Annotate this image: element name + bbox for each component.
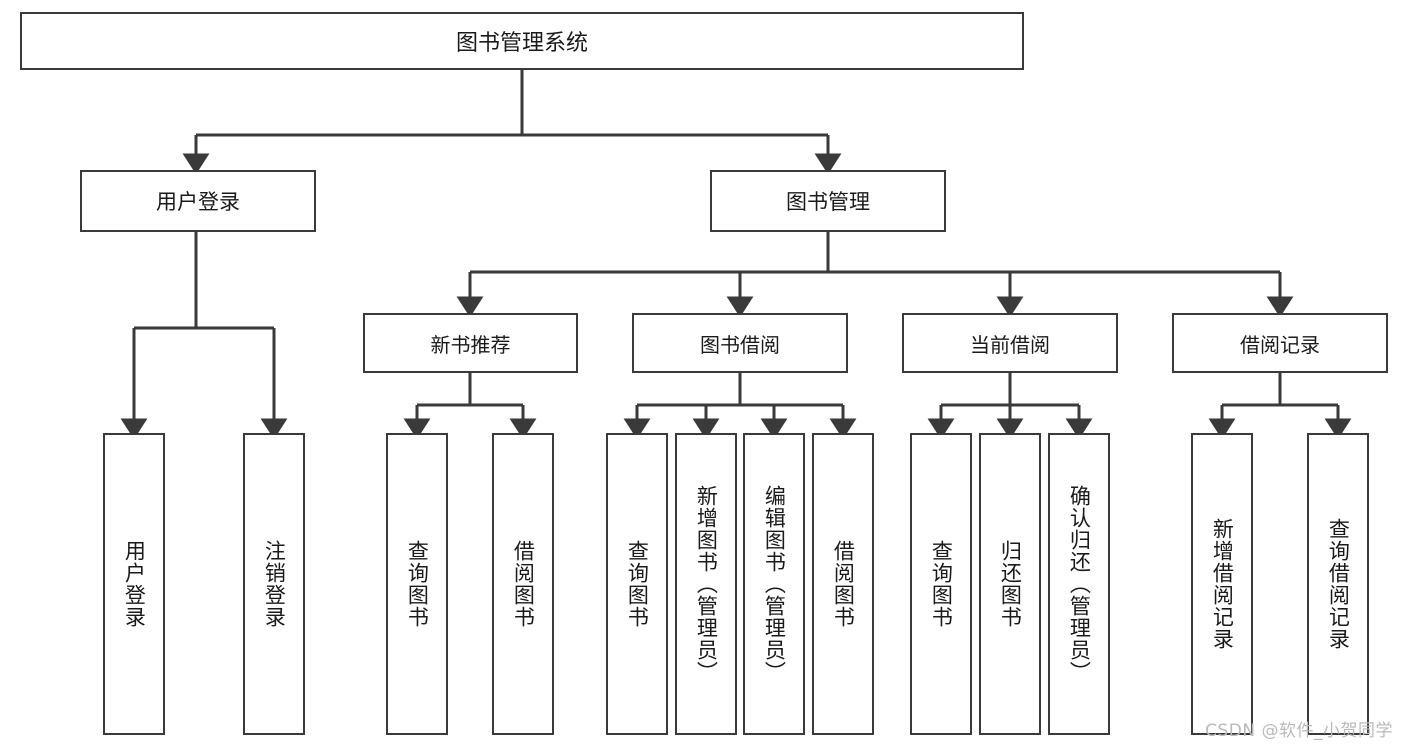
leaf-label: 确认归还（管理员）	[1067, 485, 1092, 683]
leaf-query-book-borrow[interactable]: 查询图书	[606, 433, 668, 735]
node-label: 借阅记录	[1240, 332, 1320, 357]
leaf-borrow-book-recommend[interactable]: 借阅图书	[492, 433, 554, 735]
leaf-edit-book-admin[interactable]: 编辑图书（管理员）	[743, 433, 805, 735]
leaf-label: 注销登录	[262, 540, 287, 628]
leaf-query-book-current[interactable]: 查询图书	[910, 433, 972, 735]
node-user-login[interactable]: 用户登录	[80, 170, 316, 232]
leaf-label: 用户登录	[122, 540, 147, 628]
leaf-label: 借阅图书	[831, 540, 856, 628]
node-label: 新书推荐	[430, 332, 511, 357]
node-label: 用户登录	[156, 190, 240, 214]
leaf-label: 新增图书（管理员）	[694, 485, 719, 683]
node-book-management[interactable]: 图书管理	[710, 170, 946, 232]
leaf-borrow-book[interactable]: 借阅图书	[812, 433, 874, 735]
leaf-label: 查询图书	[405, 540, 430, 628]
node-root-system[interactable]: 图书管理系统	[20, 12, 1024, 70]
leaf-query-book-recommend[interactable]: 查询图书	[386, 433, 448, 735]
leaf-query-borrow-record[interactable]: 查询借阅记录	[1307, 433, 1369, 735]
leaf-label: 查询图书	[625, 540, 650, 628]
leaf-add-book-admin[interactable]: 新增图书（管理员）	[675, 433, 737, 735]
leaf-label: 借阅图书	[511, 540, 536, 628]
leaf-confirm-return-admin[interactable]: 确认归还（管理员）	[1048, 433, 1110, 735]
leaf-return-book[interactable]: 归还图书	[979, 433, 1041, 735]
node-label: 图书管理系统	[455, 31, 588, 56]
node-label: 当前借阅	[970, 332, 1050, 357]
leaf-user-login[interactable]: 用户登录	[103, 433, 165, 735]
node-label: 图书管理	[786, 190, 870, 214]
leaf-logout[interactable]: 注销登录	[243, 433, 305, 735]
leaf-label: 编辑图书（管理员）	[762, 485, 787, 683]
leaf-label: 归还图书	[998, 540, 1023, 628]
node-borrow-record[interactable]: 借阅记录	[1172, 313, 1388, 373]
leaf-label: 查询借阅记录	[1326, 518, 1351, 650]
node-current-borrow[interactable]: 当前借阅	[902, 313, 1118, 373]
node-new-book-recommend[interactable]: 新书推荐	[363, 313, 578, 373]
node-book-borrow[interactable]: 图书借阅	[632, 313, 848, 373]
leaf-label: 新增借阅记录	[1210, 518, 1235, 650]
leaf-add-borrow-record[interactable]: 新增借阅记录	[1191, 433, 1253, 735]
watermark-text: CSDN @软件_小贺同学	[1205, 721, 1393, 741]
leaf-label: 查询图书	[929, 540, 954, 628]
node-label: 图书借阅	[700, 332, 780, 357]
